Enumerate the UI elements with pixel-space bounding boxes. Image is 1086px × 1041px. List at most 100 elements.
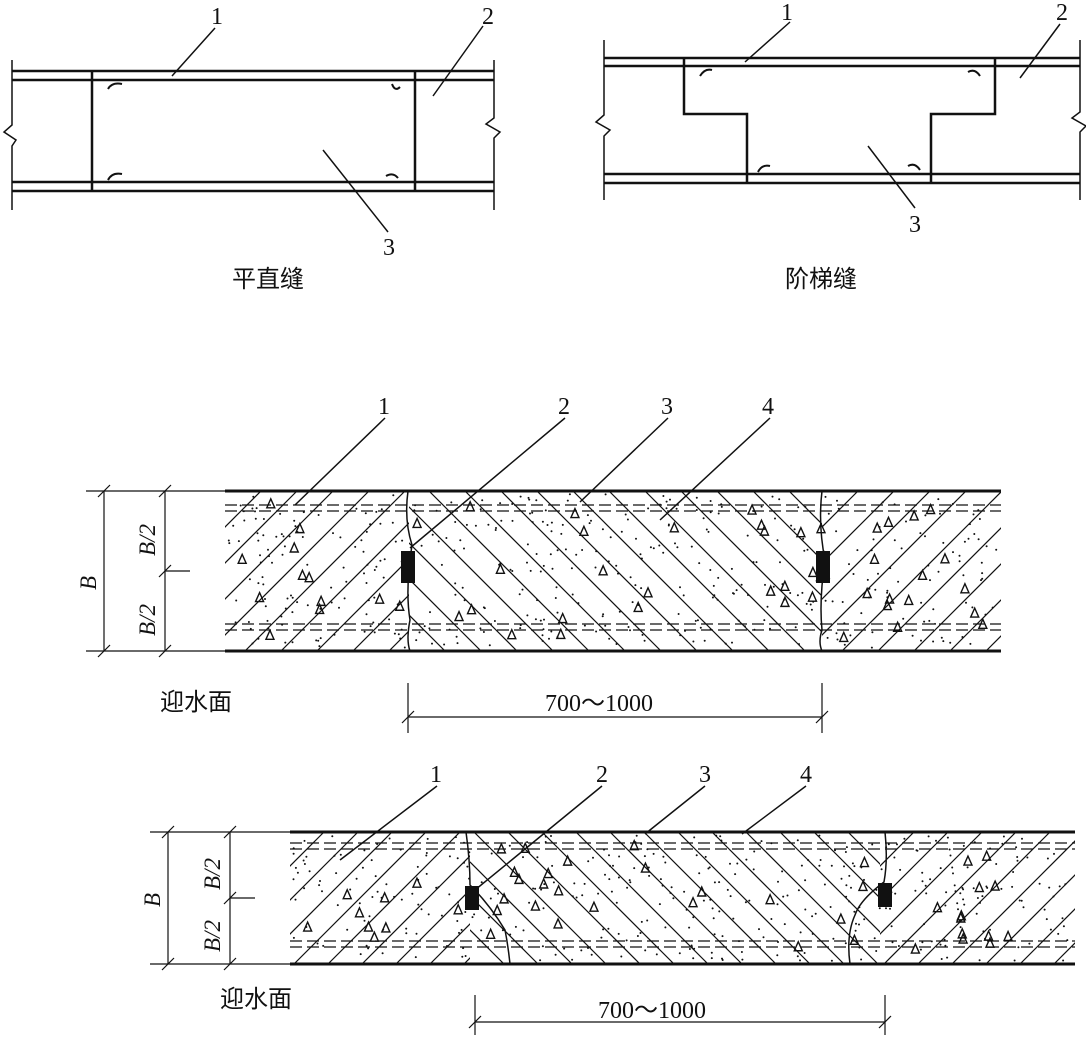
- aggregate-dot: [335, 872, 338, 875]
- aggregate-dot: [518, 593, 521, 596]
- aggregate-stone: [981, 849, 992, 861]
- aggregate-dot: [361, 866, 364, 869]
- hatch-line: [290, 832, 393, 935]
- waterstop-right: [816, 551, 830, 583]
- aggregate-dot: [414, 956, 417, 959]
- aggregate-dot: [890, 925, 893, 928]
- aggregate-dot: [624, 513, 627, 516]
- top-right-label-3: 3: [909, 212, 921, 238]
- aggregate-dot: [586, 514, 589, 517]
- aggregate-dot: [629, 881, 632, 884]
- aggregate-dot: [568, 493, 571, 496]
- aggregate-dot: [939, 867, 942, 870]
- middle-right-hatch: [822, 491, 1001, 651]
- aggregate-dot: [718, 881, 721, 884]
- aggregate-dot: [257, 539, 260, 542]
- hatch-line: [951, 840, 1075, 964]
- aggregate-dot: [952, 551, 954, 554]
- aggregate-dot: [981, 572, 984, 575]
- aggregate-dot: [963, 540, 966, 543]
- aggregate-dot: [555, 586, 558, 589]
- aggregate-dot: [461, 586, 464, 589]
- aggregate-dot: [734, 873, 737, 876]
- aggregate-dot: [379, 559, 382, 562]
- aggregate-dot: [252, 495, 255, 498]
- aggregate-dot: [256, 532, 259, 535]
- aggregate-dot: [373, 569, 376, 571]
- aggregate-dot: [342, 566, 345, 569]
- aggregate-dot: [291, 596, 294, 599]
- aggregate-dot: [365, 613, 368, 616]
- aggregate-dot: [1061, 917, 1064, 920]
- aggregate-dot: [969, 642, 972, 645]
- aggregate-dot: [551, 567, 554, 570]
- aggregate-dot: [675, 507, 678, 510]
- aggregate-dot: [942, 640, 945, 643]
- aggregate-dot: [740, 951, 743, 953]
- aggregate-dot: [631, 601, 634, 604]
- aggregate-dot: [710, 957, 713, 960]
- aggregate-dot: [694, 619, 697, 622]
- hatch-line: [880, 832, 881, 833]
- aggregate-stone: [543, 866, 554, 879]
- aggregate-dot: [511, 503, 514, 505]
- aggregate-dot: [712, 917, 715, 920]
- aggregate-dot: [494, 529, 497, 531]
- aggregate-dot: [319, 880, 321, 882]
- hatch-line: [361, 855, 470, 964]
- aggregate-dot: [373, 631, 376, 634]
- hatch-line: [933, 491, 1086, 651]
- bottom-waterstop-left: [465, 886, 479, 910]
- hatch-line: [882, 832, 1014, 964]
- aggregate-dot: [368, 915, 371, 918]
- aggregate-dot: [696, 619, 699, 622]
- aggregate-dot: [456, 857, 459, 860]
- aggregate-dot: [364, 512, 367, 515]
- aggregate-dot: [937, 498, 940, 501]
- aggregate-dot: [644, 949, 647, 952]
- aggregate-dot: [463, 861, 465, 864]
- aggregate-dot: [1057, 932, 1060, 935]
- aggregate-dot: [608, 637, 611, 640]
- aggregate-dot: [1021, 837, 1023, 840]
- aggregate-dot: [415, 932, 418, 935]
- aggregate-dot: [981, 895, 984, 898]
- aggregate-dot: [679, 634, 682, 637]
- aggregate-dot: [625, 939, 628, 942]
- aggregate-dot: [608, 854, 610, 857]
- aggregate-dot: [1046, 857, 1049, 860]
- middle-spacing: 700～1000: [545, 691, 653, 717]
- hatch-line: [883, 832, 1017, 964]
- aggregate-dot: [428, 627, 431, 630]
- aggregate-dot: [693, 836, 696, 839]
- aggregate-dot: [796, 594, 799, 597]
- aggregate-dot: [306, 604, 309, 607]
- aggregate-dot: [977, 538, 980, 541]
- aggregate-dot: [711, 596, 714, 599]
- aggregate-dot: [548, 637, 550, 640]
- middle-label-3: 3: [661, 394, 673, 420]
- aggregate-dot: [704, 855, 707, 858]
- aggregate-dot: [939, 512, 941, 515]
- aggregate-stone: [957, 927, 968, 939]
- aggregate-dot: [832, 937, 835, 940]
- aggregate-dot: [279, 512, 282, 515]
- aggregate-dot: [541, 634, 544, 637]
- aggregate-dot: [924, 514, 927, 517]
- aggregate-dot: [511, 570, 514, 572]
- aggregate-dot: [851, 862, 854, 865]
- aggregate-dot: [629, 576, 632, 579]
- bottom-upstream-face: 迎水面: [220, 985, 292, 1013]
- aggregate-dot: [643, 855, 646, 858]
- aggregate-dot: [615, 901, 618, 904]
- aggregate-dot: [590, 953, 593, 956]
- aggregate-dot: [575, 896, 578, 899]
- aggregate-dot: [720, 505, 723, 508]
- aggregate-dot: [519, 495, 522, 498]
- aggregate-dot: [692, 957, 695, 960]
- hatch-line: [470, 929, 505, 964]
- aggregate-dot: [695, 854, 698, 857]
- aggregate-dot: [894, 892, 897, 895]
- aggregate-dot: [698, 872, 701, 875]
- aggregate-dot: [732, 592, 734, 595]
